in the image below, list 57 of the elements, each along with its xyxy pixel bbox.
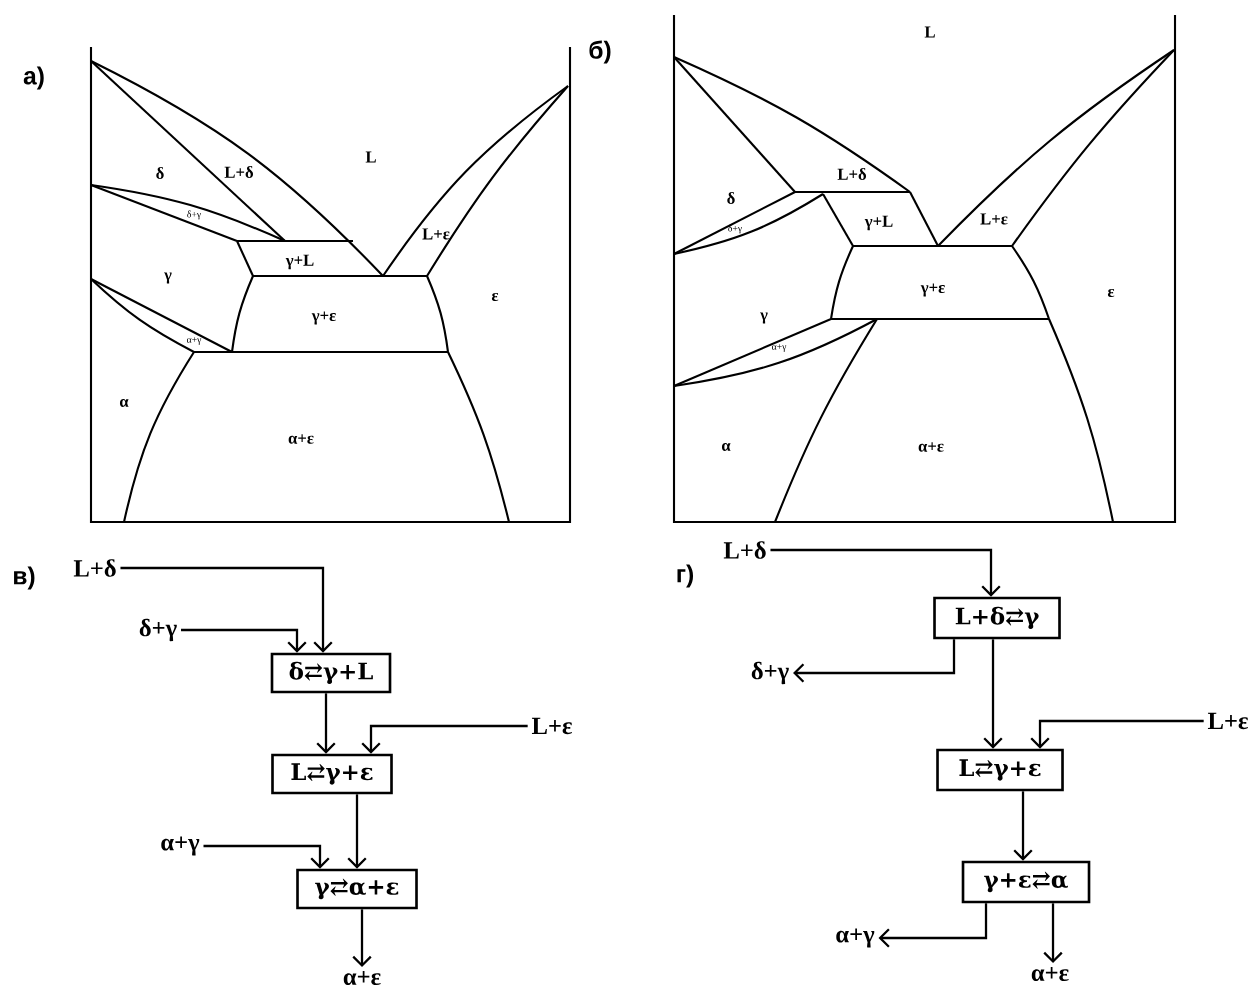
arrow [361, 724, 528, 754]
arrow [770, 548, 1001, 597]
arrow [793, 639, 956, 683]
phase-text: α+ε [1031, 966, 1069, 982]
phase-label: ε [491, 292, 499, 301]
phase-label: α+ε [288, 434, 314, 444]
phase-label: α+γ [186, 337, 202, 345]
reaction-box: γ⇄α+ε [296, 868, 418, 910]
phase-label: α [119, 399, 129, 407]
phase-label: γ+ε [311, 311, 336, 325]
panel-letter: а) [23, 66, 44, 90]
phase-label: L+δ [224, 166, 254, 178]
phase-label: L [365, 151, 376, 163]
phase-label: γ+ε [920, 283, 945, 297]
phase-text: L+ε [531, 717, 572, 735]
reaction-box: δ⇄γ+L [270, 652, 392, 694]
panel-letter: г) [677, 564, 693, 588]
arrow [316, 693, 336, 754]
panel-letter: б) [589, 40, 611, 64]
phase-text: L+ε [1207, 712, 1248, 730]
phase-label: α+ε [918, 442, 944, 452]
arrow [347, 794, 367, 869]
phase-label: L+ε [980, 213, 1008, 225]
phase-label: L+δ [837, 168, 867, 180]
arrow [1030, 719, 1204, 749]
reaction-box: γ+ε⇄α [961, 860, 1091, 904]
reaction-box: L⇄γ+ε [271, 753, 393, 795]
phase-label: δ+γ [187, 210, 201, 220]
phase-label: δ [156, 167, 164, 179]
phase-label: ε [1107, 288, 1115, 297]
arrow [1043, 903, 1063, 964]
arrow [203, 844, 330, 869]
phase-label: L [924, 26, 935, 38]
arrow [1013, 791, 1033, 861]
phase-label: γ+L [285, 254, 314, 270]
panel-letter: в) [14, 566, 35, 590]
phase-text: α+γ [161, 836, 200, 856]
phase-text: L+δ [723, 541, 766, 559]
phase-label: γ [164, 272, 172, 284]
arrow [120, 566, 333, 653]
arrow [878, 903, 988, 948]
reaction-box: L⇄γ+ε [936, 748, 1064, 792]
phase-label: L+ε [422, 228, 450, 240]
arrow [352, 909, 372, 968]
phase-label: δ [727, 192, 735, 204]
phase-label: α [721, 443, 731, 451]
phase-text: L+δ [73, 559, 116, 577]
phase-text: α+ε [343, 970, 381, 986]
phase-label: γ [760, 312, 768, 324]
phase-label: α+γ [772, 344, 787, 352]
phase-text: α+γ [836, 928, 875, 948]
phase-text: δ+γ [139, 618, 177, 642]
phase-label: γ+L [864, 215, 893, 231]
arrow [983, 639, 1003, 749]
phase-text: δ+γ [751, 661, 789, 685]
arrow [181, 628, 307, 653]
reaction-box: L+δ⇄γ [933, 596, 1061, 640]
